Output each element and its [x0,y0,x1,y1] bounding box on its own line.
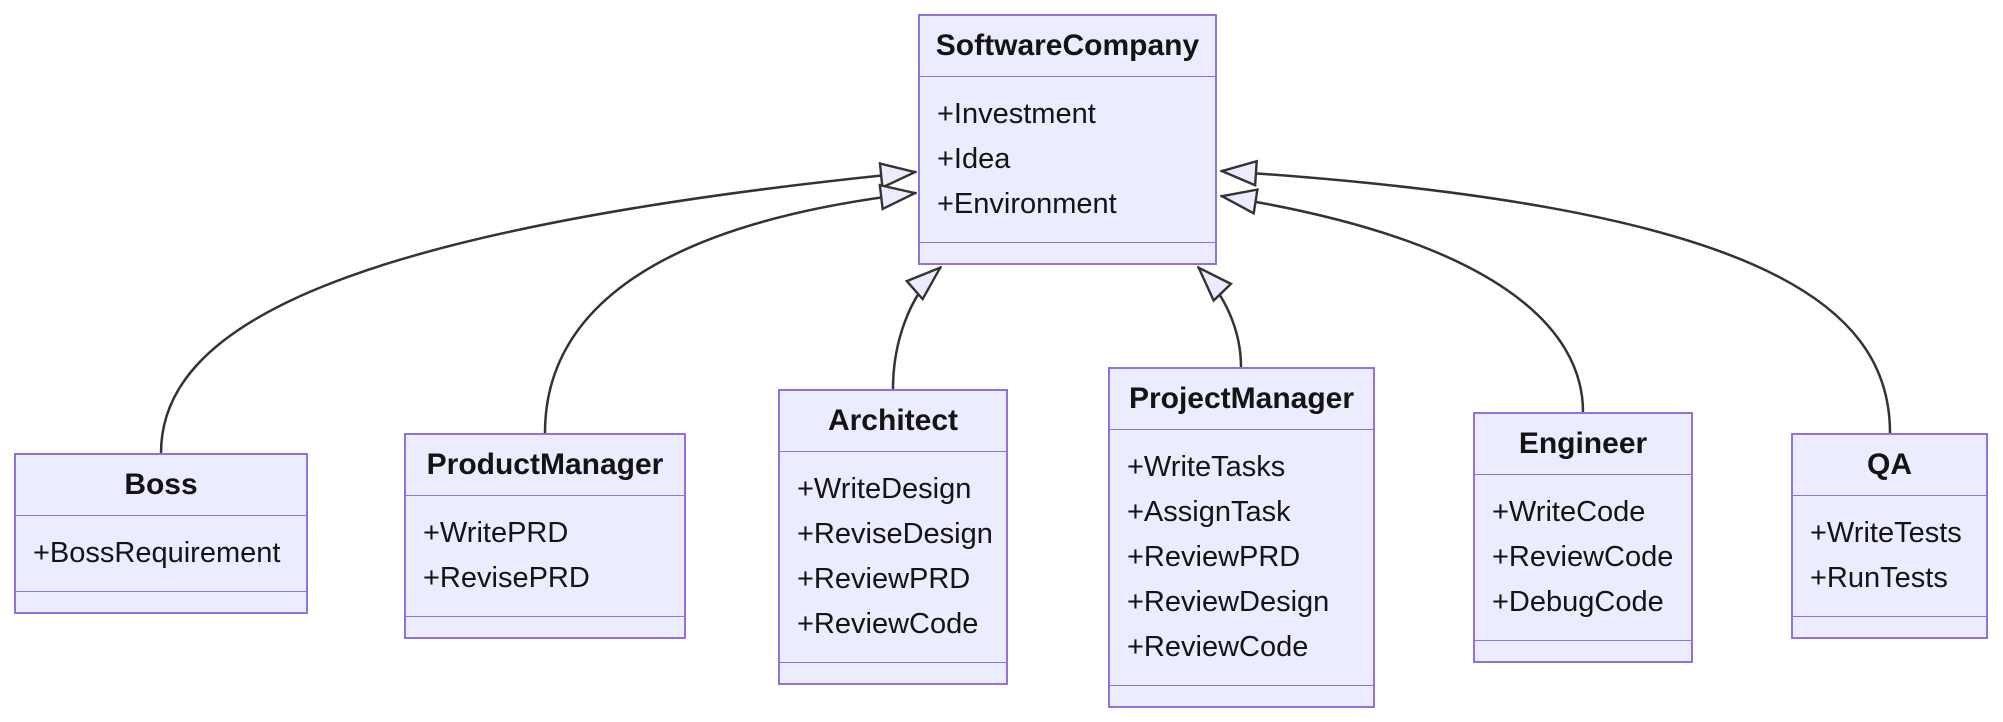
class-node-projectmanager: ProjectManager +WriteTasks +AssignTask +… [1108,367,1375,708]
class-attribute: +RevisePRD [423,562,590,594]
class-methods-empty [920,243,1215,263]
class-attributes: +Investment +Idea +Environment [920,77,1215,243]
class-attributes: +WritePRD +RevisePRD [406,496,684,617]
class-title: Engineer [1475,414,1691,475]
class-methods-empty [1793,617,1986,637]
class-attribute: +Idea [937,143,1011,175]
class-attribute: +WriteDesign [797,473,972,505]
class-attribute: +WriteCode [1492,496,1646,528]
class-attribute: +ReviewCode [1492,541,1674,573]
class-methods-empty [406,617,684,637]
class-attribute: +AssignTask [1127,496,1291,528]
class-methods-empty [16,592,306,612]
class-node-architect: Architect +WriteDesign +ReviseDesign +Re… [778,389,1008,685]
class-title: ProjectManager [1110,369,1373,430]
inheritance-edge-boss [159,172,916,454]
class-node-productmanager: ProductManager +WritePRD +RevisePRD [404,433,686,639]
class-attribute: +ReviewCode [1127,631,1309,663]
class-attribute: +ReviseDesign [797,518,993,550]
class-attribute: +WritePRD [423,517,569,549]
class-title: Architect [780,391,1006,452]
class-title: QA [1793,435,1986,496]
inheritance-edge-architect [891,267,941,390]
class-attributes: +WriteTasks +AssignTask +ReviewPRD +Revi… [1110,430,1373,686]
class-node-softwarecompany: SoftwareCompany +Investment +Idea +Envir… [918,14,1217,265]
class-methods-empty [1110,686,1373,706]
class-attribute: +DebugCode [1492,586,1664,618]
inheritance-edge-engineer [1221,196,1585,413]
class-title: ProductManager [406,435,684,496]
class-title: SoftwareCompany [920,16,1215,77]
class-attributes: +WriteDesign +ReviseDesign +ReviewPRD +R… [780,452,1006,663]
inheritance-edge-productmanager [543,193,916,434]
class-attribute: +ReviewCode [797,608,979,640]
class-attribute: +WriteTests [1810,517,1962,549]
class-title: Boss [16,455,306,516]
class-attribute: +Investment [937,98,1096,130]
class-attributes: +WriteTests +RunTests [1793,496,1986,617]
class-attributes: +BossRequirement [16,516,306,592]
class-attribute: +ReviewPRD [1127,541,1301,573]
class-node-qa: QA +WriteTests +RunTests [1791,433,1988,639]
class-attribute: +WriteTasks [1127,451,1286,483]
class-attribute: +Environment [937,188,1117,220]
class-attribute: +RunTests [1810,562,1948,594]
class-methods-empty [1475,641,1691,661]
inheritance-edge-projectmanager [1198,267,1243,368]
class-node-engineer: Engineer +WriteCode +ReviewCode +DebugCo… [1473,412,1693,663]
class-attribute: +ReviewDesign [1127,586,1330,618]
class-methods-empty [780,663,1006,683]
class-attribute: +BossRequirement [33,537,281,569]
class-node-boss: Boss +BossRequirement [14,453,308,614]
class-attributes: +WriteCode +ReviewCode +DebugCode [1475,475,1691,641]
inheritance-edge-qa [1221,171,1892,434]
class-attribute: +ReviewPRD [797,563,971,595]
